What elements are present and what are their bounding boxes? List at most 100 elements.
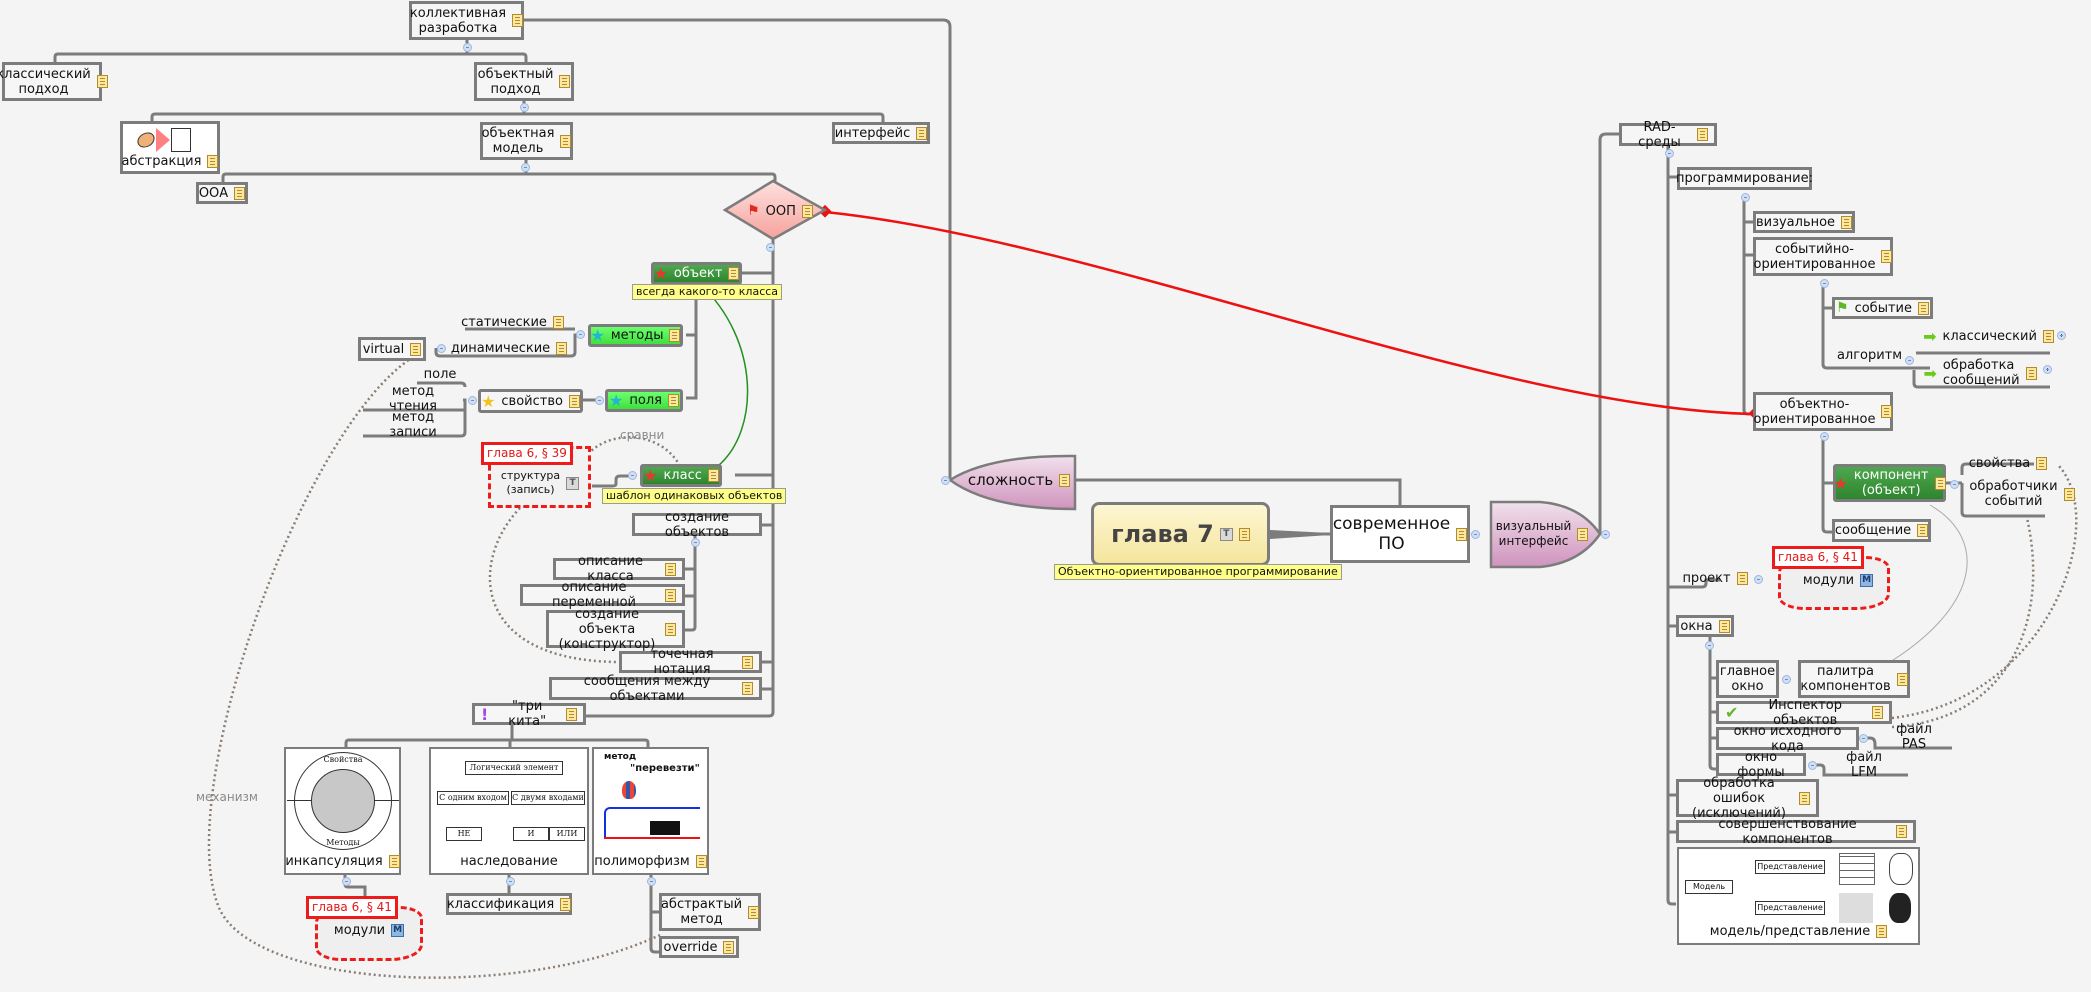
note-icon[interactable] xyxy=(1718,619,1730,633)
topic-obj-create[interactable]: создание объекта (конструктор) xyxy=(546,607,685,652)
topic-classic-approach[interactable]: классический подход xyxy=(0,62,108,101)
topic-virtual[interactable]: virtual xyxy=(358,337,426,361)
note-icon[interactable] xyxy=(1896,825,1907,838)
topic-fields[interactable]: ★ поля xyxy=(605,389,683,412)
collapse-toggle[interactable] xyxy=(1741,193,1750,202)
note-icon[interactable] xyxy=(1736,571,1748,585)
collapse-toggle[interactable] xyxy=(1754,575,1763,584)
note-icon[interactable] xyxy=(1917,524,1929,537)
central-topic[interactable]: глава 7 T xyxy=(1091,502,1270,566)
note-icon[interactable] xyxy=(665,562,676,576)
topic-message[interactable]: сообщение xyxy=(1832,519,1931,542)
topic-errors[interactable]: обработка ошибок (исключений) xyxy=(1676,776,1819,821)
topic-rad[interactable]: RAD-среды xyxy=(1619,120,1717,150)
note-icon[interactable] xyxy=(388,855,400,868)
note-icon[interactable] xyxy=(560,134,572,148)
note-icon[interactable] xyxy=(1872,706,1883,719)
note-icon[interactable] xyxy=(1917,301,1929,315)
note-icon[interactable] xyxy=(2025,366,2037,380)
note-icon[interactable] xyxy=(728,267,740,280)
topic-improve[interactable]: совершенствование компонентов xyxy=(1676,817,1916,847)
note-icon[interactable] xyxy=(695,855,707,868)
collapse-toggle[interactable] xyxy=(766,243,775,252)
collapse-toggle[interactable] xyxy=(691,538,700,547)
collapse-toggle[interactable] xyxy=(1601,530,1610,539)
topic-abstraction[interactable]: абстракция xyxy=(120,121,220,174)
topic-object-oriented[interactable]: объектно- ориентированное xyxy=(1753,392,1893,431)
topic-struct[interactable]: структура (запись) T xyxy=(492,466,588,500)
topic-property[interactable]: ★ свойство xyxy=(478,389,583,413)
text-icon[interactable]: T xyxy=(566,476,580,490)
collapse-toggle[interactable] xyxy=(1820,432,1829,441)
expand-toggle[interactable] xyxy=(2043,365,2052,374)
note-icon[interactable] xyxy=(568,394,580,408)
note-icon[interactable] xyxy=(665,588,676,602)
topic-class[interactable]: ★ класс xyxy=(640,464,722,487)
note-icon[interactable] xyxy=(669,329,681,342)
note-icon[interactable] xyxy=(1876,925,1888,938)
note-icon[interactable] xyxy=(916,126,928,140)
topic-abstract-method[interactable]: абстрактый метод xyxy=(659,893,761,931)
topic-inspector[interactable]: ✔ Инспектор объектов xyxy=(1716,698,1892,728)
topic-class-desc[interactable]: описание класса xyxy=(553,554,685,584)
note-icon[interactable] xyxy=(512,14,524,27)
collapse-toggle[interactable] xyxy=(1859,734,1868,743)
topic-oop[interactable]: ⚑ ООП xyxy=(745,200,815,222)
topic-classification[interactable]: классификация xyxy=(446,893,572,915)
expand-toggle[interactable] xyxy=(2057,331,2066,340)
collapse-toggle[interactable] xyxy=(941,476,950,485)
topic-event[interactable]: ⚑ событие xyxy=(1832,297,1933,319)
collapse-toggle[interactable] xyxy=(576,330,585,339)
topic-var-desc[interactable]: описание переменной xyxy=(520,580,685,610)
note-icon[interactable] xyxy=(560,897,572,911)
note-icon[interactable] xyxy=(801,204,813,218)
collapse-toggle[interactable] xyxy=(463,43,472,52)
topic-dynamic[interactable]: динамические xyxy=(449,337,569,359)
topic-source-window[interactable]: окно исходного кода xyxy=(1716,724,1859,754)
note-icon[interactable] xyxy=(410,342,422,356)
topic-override[interactable]: override xyxy=(659,936,739,958)
collapse-toggle[interactable] xyxy=(521,163,530,172)
topic-modules-right[interactable]: модули M xyxy=(1797,570,1879,590)
topic-methods[interactable]: ★ методы xyxy=(588,324,683,347)
topic-object-approach[interactable]: объектный подход xyxy=(474,62,574,101)
collapse-toggle[interactable] xyxy=(468,396,477,405)
topic-create-objects[interactable]: создание объектов xyxy=(632,510,762,540)
topic-algorithm[interactable]: алгоритм xyxy=(1832,345,1907,365)
topic-write-method[interactable]: метод записи xyxy=(363,410,463,440)
note-icon[interactable] xyxy=(1841,215,1853,229)
topic-msg-processing[interactable]: ➡ обработка сообщений xyxy=(1920,355,2040,391)
note-icon[interactable] xyxy=(556,341,568,355)
collapse-toggle[interactable] xyxy=(647,877,656,886)
note-icon[interactable] xyxy=(1697,128,1708,141)
note-icon[interactable] xyxy=(1934,476,1946,490)
topic-object[interactable]: ★ объект xyxy=(651,262,742,285)
topic-ooa[interactable]: ООА xyxy=(196,182,248,204)
topic-pas-file[interactable]: файл PAS xyxy=(1878,722,1950,752)
topic-project[interactable]: проект xyxy=(1680,568,1750,588)
topic-windows[interactable]: окна xyxy=(1676,615,1734,637)
collapse-toggle[interactable] xyxy=(342,877,351,886)
note-icon[interactable] xyxy=(2042,329,2054,343)
collapse-toggle[interactable] xyxy=(1950,480,1959,489)
map-icon[interactable]: M xyxy=(1860,573,1874,587)
topic-modules[interactable]: модули M xyxy=(328,920,410,940)
map-icon[interactable]: M xyxy=(391,923,405,937)
note-icon[interactable] xyxy=(1896,672,1908,686)
topic-complexity[interactable]: сложность xyxy=(964,468,1074,492)
collapse-toggle[interactable] xyxy=(1905,356,1914,365)
topic-inheritance[interactable]: Логический элемент С одним входом С двум… xyxy=(429,747,589,875)
topic-classic[interactable]: ➡ классический xyxy=(1923,325,2054,347)
note-icon[interactable] xyxy=(566,707,577,721)
topic-programming[interactable]: программирование: xyxy=(1676,167,1813,190)
collapse-toggle[interactable] xyxy=(595,396,604,405)
note-icon[interactable] xyxy=(552,315,564,329)
topic-properties[interactable]: свойства xyxy=(1966,453,2050,473)
topic-main-window[interactable]: главное окно xyxy=(1716,660,1779,698)
text-icon[interactable]: T xyxy=(1219,527,1233,541)
topic-event-handlers[interactable]: обработчики событий xyxy=(1966,474,2078,514)
note-icon[interactable] xyxy=(2036,456,2048,470)
topic-palette[interactable]: палитра компонентов xyxy=(1798,660,1910,698)
note-icon[interactable] xyxy=(667,394,679,407)
collapse-toggle[interactable] xyxy=(1705,641,1714,650)
